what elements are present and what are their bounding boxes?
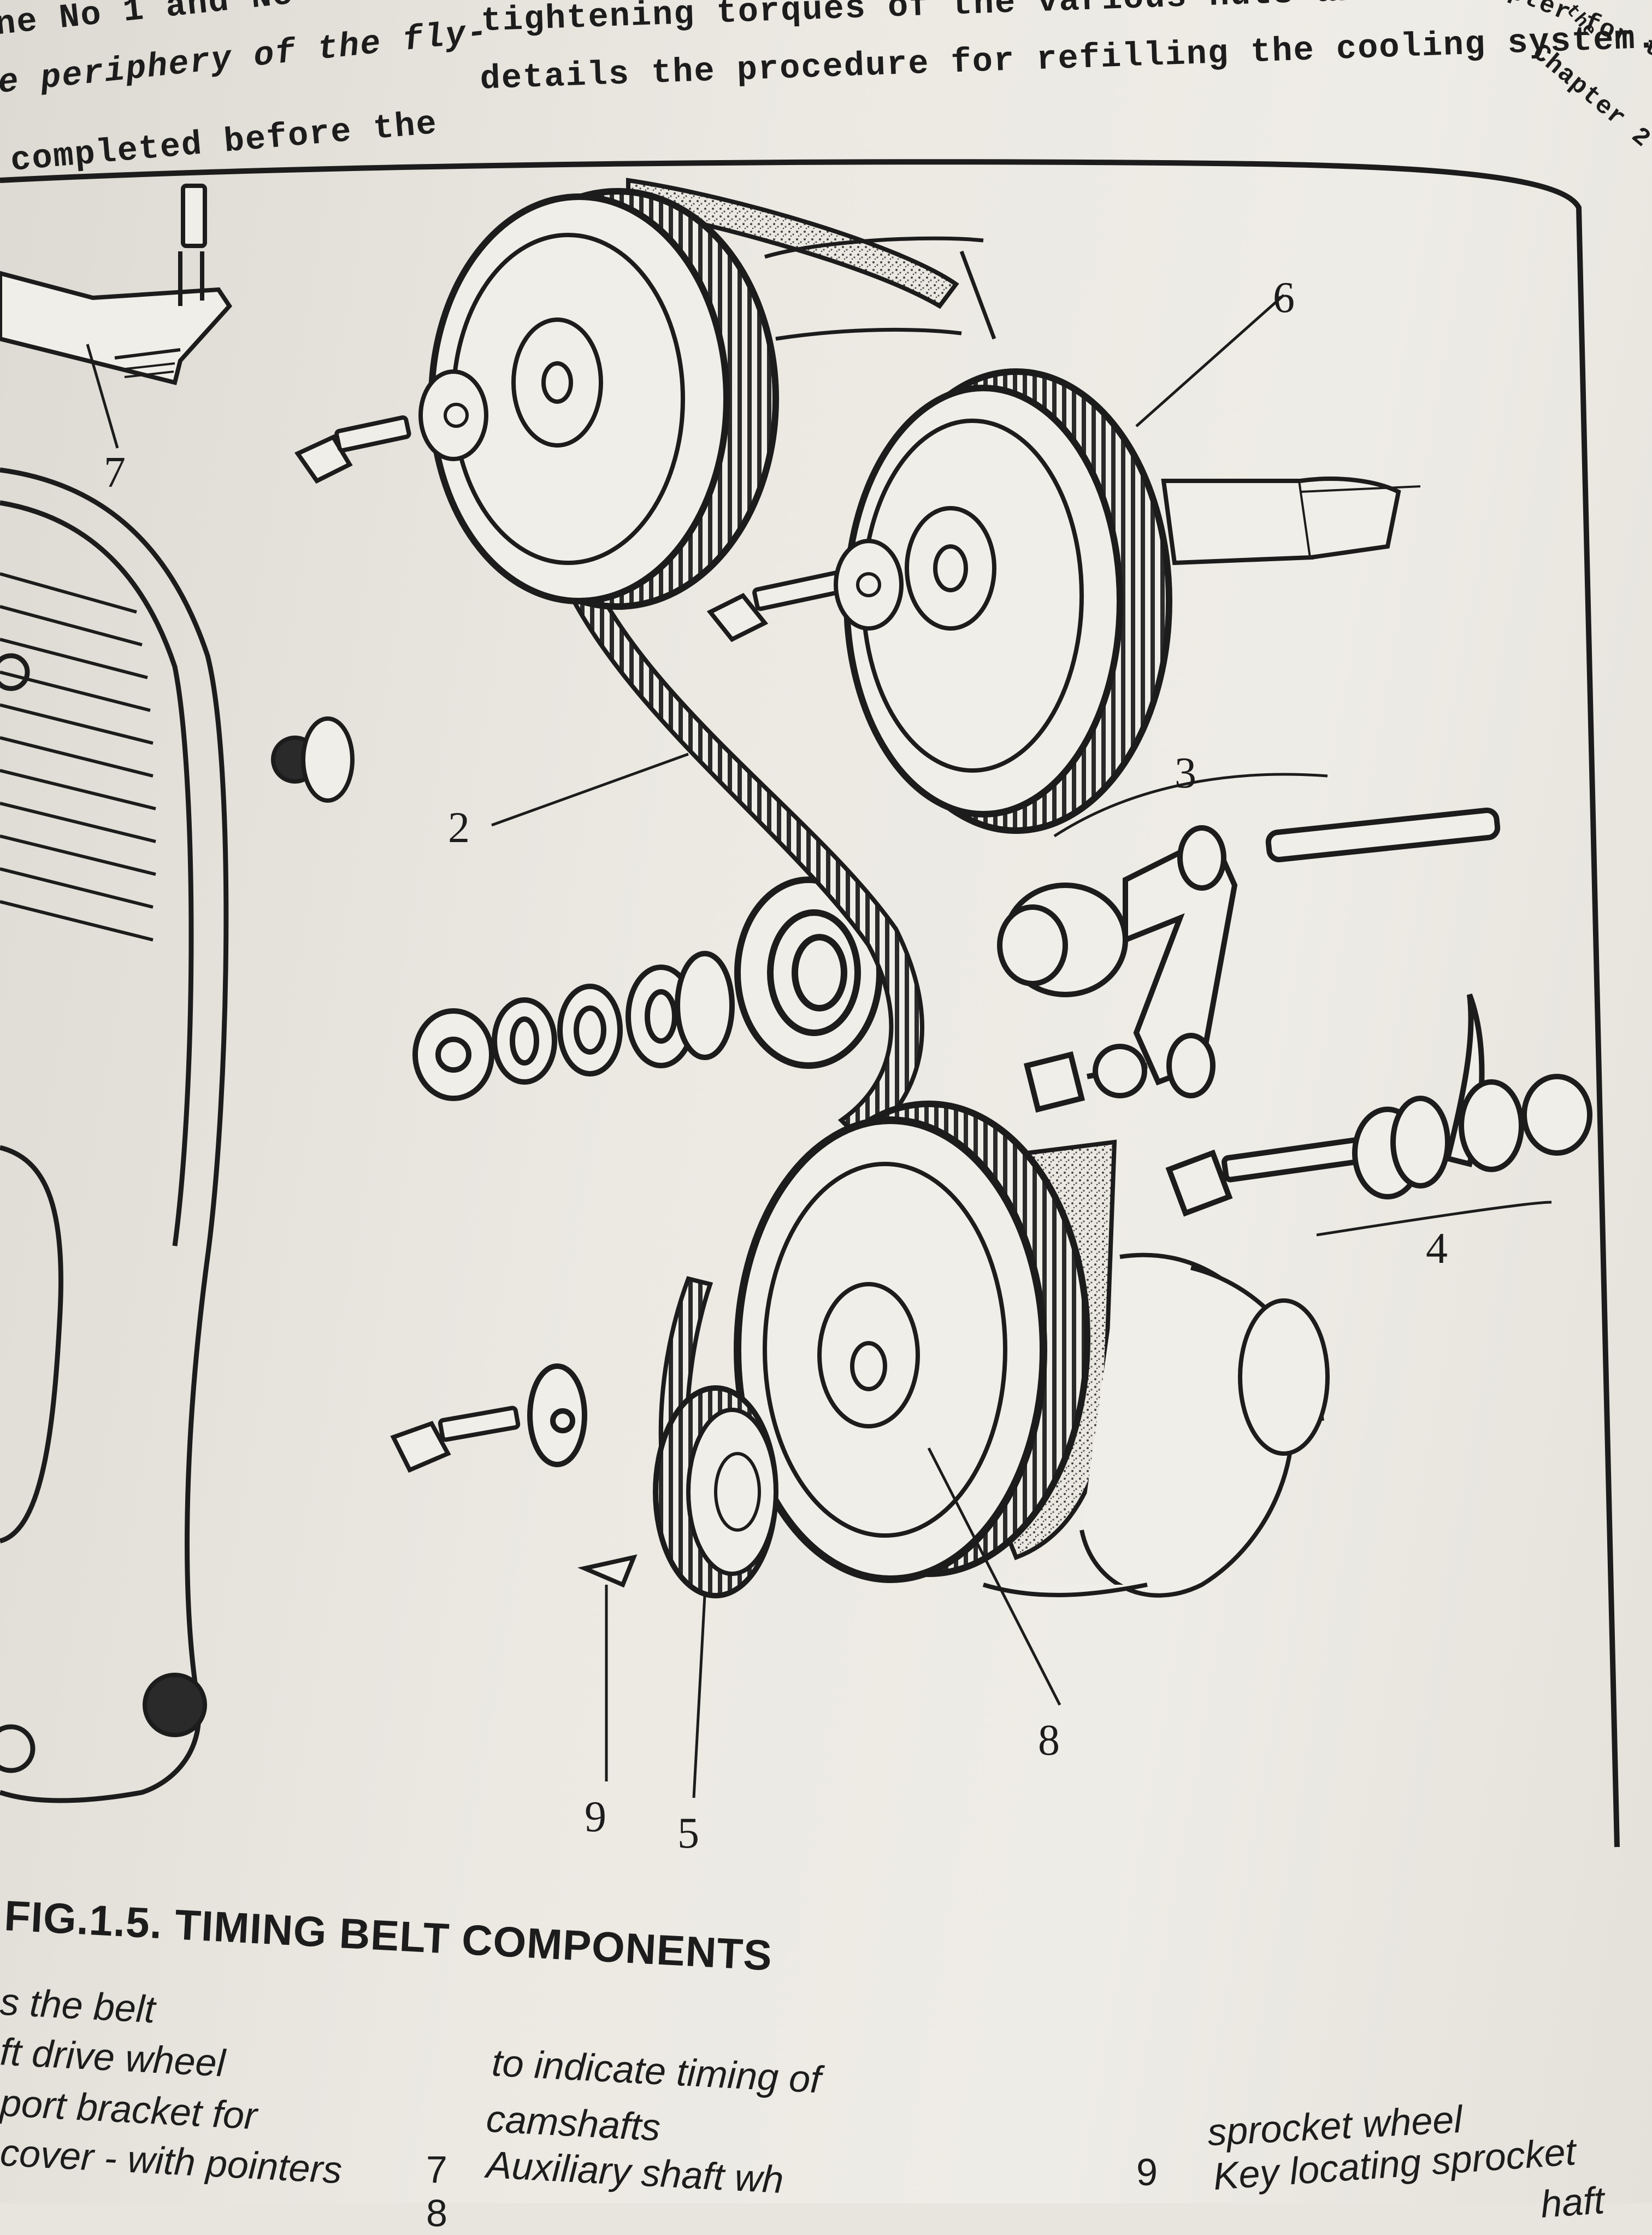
lower-camshaft-sprocket xyxy=(834,368,1172,834)
upper-camshaft xyxy=(764,236,996,341)
legend-number-8: 8 xyxy=(426,2192,447,2234)
spring-bolt-group xyxy=(1165,993,1592,1217)
callout-4: 4 xyxy=(1426,1225,1448,1273)
locating-key xyxy=(577,1554,638,1588)
support-bracket xyxy=(0,184,233,385)
upper-camshaft-sprocket xyxy=(418,188,779,610)
callout-5: 6 xyxy=(1273,274,1295,322)
crank-washer xyxy=(527,1363,587,1467)
legend-number-9: 9 xyxy=(1136,2151,1158,2193)
figure-frame xyxy=(0,159,1620,1848)
camshaft-bolt-lower xyxy=(706,570,845,643)
callout-2: 2 xyxy=(448,804,470,852)
callout-6: 7 xyxy=(104,449,126,497)
callout-8: 5 xyxy=(677,1809,699,1857)
cover-nuts xyxy=(143,716,355,1737)
callout-9: 9 xyxy=(585,1793,606,1841)
legend-middle-line-2: camshafts xyxy=(485,2097,662,2149)
timing-cover xyxy=(0,467,229,1803)
callout-3: 3 xyxy=(1175,749,1196,797)
crankshaft-bolt xyxy=(390,1405,521,1473)
tensioner-assembly xyxy=(997,807,1501,1113)
callout-leaders xyxy=(491,294,1552,1798)
crankshaft-sprocket xyxy=(734,1101,1090,1583)
auxiliary-shaft-sprocket xyxy=(653,1385,778,1598)
legend-number-7: 7 xyxy=(426,2148,447,2191)
idler-washer-stack xyxy=(412,951,735,1101)
camshaft-bolt-upper xyxy=(294,415,411,484)
lower-camshaft xyxy=(1161,477,1421,566)
legend-left-line-1: s the belt xyxy=(0,1980,156,2031)
idler-pulley xyxy=(734,877,883,1069)
crankshaft xyxy=(982,1252,1330,1598)
callout-7: 8 xyxy=(1038,1716,1060,1765)
legend-right-line-3: haft xyxy=(1539,2179,1606,2226)
